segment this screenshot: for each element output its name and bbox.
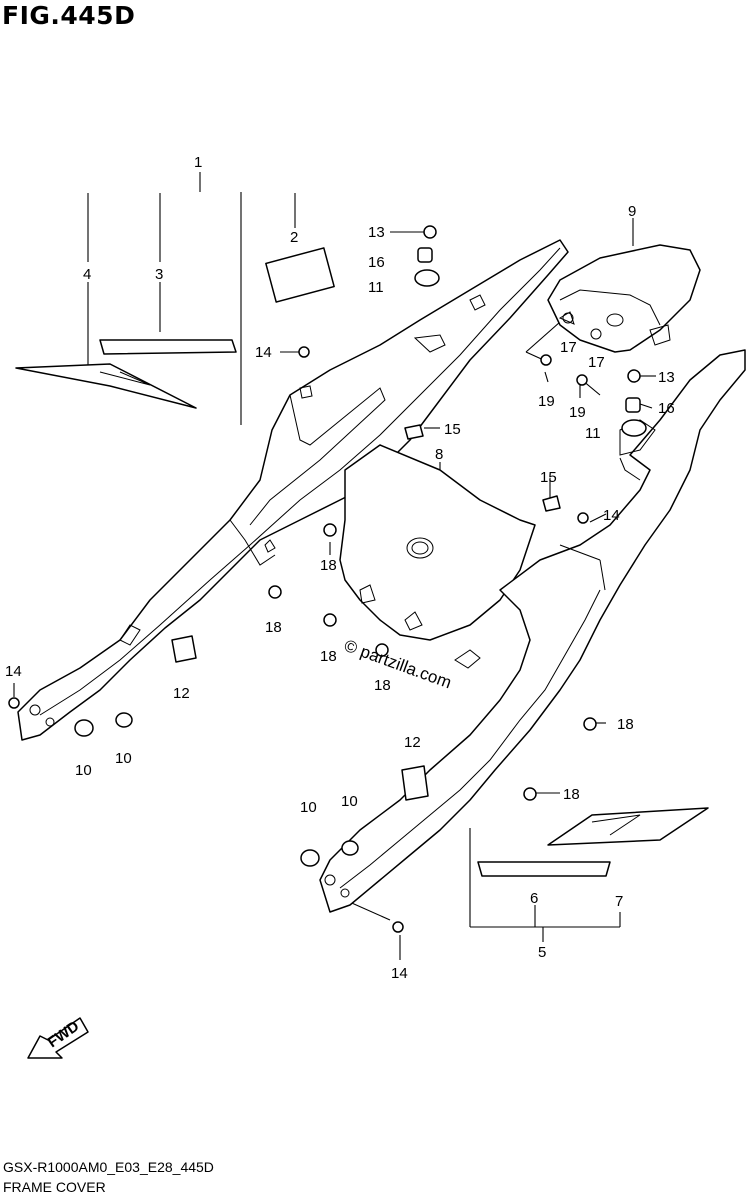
- left-stripe-4: [15, 363, 197, 409]
- decals: [15, 247, 709, 877]
- callout-16-a: 16: [368, 254, 385, 271]
- left-emblem-3: [99, 339, 237, 355]
- seat-cowl: [547, 244, 701, 353]
- right-frame-cover: [319, 349, 746, 913]
- diagram-code: GSX-R1000AM0_E03_E28_445D: [3, 1159, 214, 1175]
- right-stripe-7: [547, 807, 709, 846]
- callout-2: 2: [290, 229, 298, 246]
- label-plate-2: [265, 247, 335, 303]
- callout-19-b: 19: [569, 404, 586, 421]
- callout-18-d: 18: [374, 677, 391, 694]
- watermark: © partzilla.com: [342, 636, 454, 692]
- figure-title: FIG.445D: [2, 1, 136, 30]
- callout-7: 7: [615, 893, 623, 910]
- callout-13-a: 13: [368, 224, 385, 241]
- callout-18-e: 18: [617, 716, 634, 733]
- callout-12-a: 12: [173, 685, 190, 702]
- callout-3: 3: [155, 266, 163, 283]
- callout-9: 9: [628, 203, 636, 220]
- callout-10-a: 10: [75, 762, 92, 779]
- forward-arrow-icon: FWD: [27, 1017, 89, 1059]
- callout-4: 4: [83, 266, 91, 283]
- callout-17-b: 17: [588, 354, 605, 371]
- callout-6: 6: [530, 890, 538, 907]
- right-emblem-6: [477, 861, 611, 877]
- callout-8: 8: [435, 446, 443, 463]
- callout-5: 5: [538, 944, 546, 961]
- callout-18-b: 18: [265, 619, 282, 636]
- callout-18-a: 18: [320, 557, 337, 574]
- callout-10-c: 10: [300, 799, 317, 816]
- callout-labels: 1 2 3 4 5 6 7 8 9 10 10 10 10 11 11 12 1…: [5, 154, 675, 982]
- callout-10-b: 10: [115, 750, 132, 767]
- callout-13-b: 13: [658, 369, 675, 386]
- callout-14-b: 14: [603, 507, 620, 524]
- callout-17-a: 17: [560, 339, 577, 356]
- diagram-name: FRAME COVER: [3, 1179, 106, 1195]
- callout-10-d: 10: [341, 793, 358, 810]
- callout-14-c: 14: [5, 663, 22, 680]
- callout-11-b: 11: [585, 425, 601, 442]
- callout-15-a: 15: [444, 421, 461, 438]
- callout-11-a: 11: [368, 279, 384, 296]
- hardware: [8, 225, 647, 933]
- left-frame-cover: [17, 239, 569, 741]
- callout-1: 1: [194, 154, 202, 171]
- callout-16-b: 16: [658, 400, 675, 417]
- callout-14-a: 14: [255, 344, 272, 361]
- callout-12-b: 12: [404, 734, 421, 751]
- rear-center-panel: [339, 444, 536, 641]
- callout-19-a: 19: [538, 393, 555, 410]
- callout-14-d: 14: [391, 965, 408, 982]
- callout-15-b: 15: [540, 469, 557, 486]
- callout-18-f: 18: [563, 786, 580, 803]
- callout-18-c: 18: [320, 648, 337, 665]
